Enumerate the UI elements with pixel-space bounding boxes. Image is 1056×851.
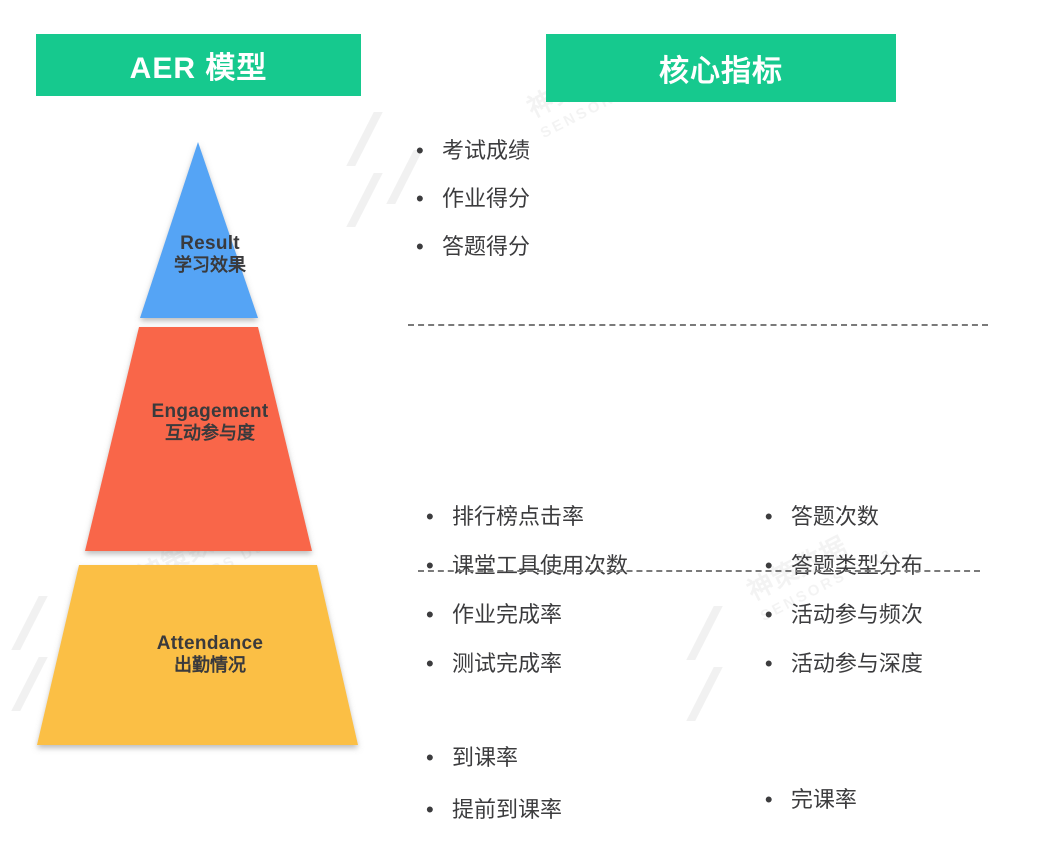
bullet-icon: • (426, 745, 434, 770)
metrics-group-result: • 考试成绩 • 作业得分 • 答题得分 (396, 140, 1036, 284)
list-item-label: 作业得分 (442, 186, 531, 211)
list-item-label: 提前到课率 (452, 797, 563, 822)
bullet-icon: • (426, 602, 434, 627)
bullet-icon: • (416, 186, 424, 211)
list-item-label: 活动参与频次 (790, 602, 923, 627)
list-item: • 考试成绩 (416, 140, 760, 162)
list-item: • 课堂工具使用次数 (426, 555, 765, 577)
metrics-group-engagement-columns: • 排行榜点击率 • 课堂工具使用次数 • 作业完成率 • 测试完成率 (426, 506, 1036, 702)
list-item-label: 测试完成率 (452, 651, 563, 676)
list-item: • 完课率 (765, 789, 1036, 811)
list-item: • 活动参与频次 (765, 604, 1036, 626)
list-item-label: 答题类型分布 (790, 553, 923, 578)
pyramid-tier-result (140, 142, 258, 318)
pyramid-svg (37, 142, 358, 745)
list-item: • 提前到课率 (426, 799, 765, 821)
bullet-icon: • (764, 787, 773, 812)
list-item: • 答题次数 (765, 506, 1036, 528)
core-metrics-list: • 考试成绩 • 作业得分 • 答题得分 • 排行榜点击率 (396, 140, 1036, 851)
metrics-divider-1 (408, 324, 988, 326)
metrics-group-engagement-left-column: • 排行榜点击率 • 课堂工具使用次数 • 作业完成率 • 测试完成率 (426, 506, 765, 702)
bullet-icon: • (764, 504, 773, 529)
list-item: • 排行榜点击率 (426, 506, 765, 528)
aer-model-banner: AER 模型 (36, 34, 361, 96)
metrics-group-result-columns: • 考试成绩 • 作业得分 • 答题得分 (416, 140, 1036, 284)
list-item: • 活动参与深度 (765, 653, 1036, 675)
bullet-icon: • (426, 651, 434, 676)
metrics-group-engagement-right-column: • 答题次数 • 答题类型分布 • 活动参与频次 • 活动参与深度 (765, 506, 1036, 702)
bullet-icon: • (426, 553, 434, 578)
pyramid-tier-attendance (37, 565, 358, 745)
list-item: • 答题得分 (416, 236, 760, 258)
list-item-label: 完课率 (790, 787, 857, 812)
list-item: • 到课率 (426, 747, 765, 769)
list-item-label: 排行榜点击率 (452, 504, 585, 529)
pyramid-tier-engagement (85, 327, 312, 551)
metrics-group-result-right-column (760, 140, 1036, 284)
bullet-icon: • (764, 602, 773, 627)
bullet-icon: • (426, 504, 434, 529)
metrics-group-attendance-left-column: • 到课率 • 提前到课率 (426, 747, 765, 851)
list-item: • 作业完成率 (426, 604, 765, 626)
list-item-label: 到课率 (452, 745, 519, 770)
metrics-divider-2 (418, 570, 980, 572)
list-item: • 作业得分 (416, 188, 760, 210)
bullet-icon: • (764, 553, 773, 578)
core-metrics-banner: 核心指标 (546, 34, 896, 102)
list-item: • 测试完成率 (426, 653, 765, 675)
bullet-icon: • (426, 797, 434, 822)
core-metrics-title: 核心指标 (659, 55, 783, 88)
aer-pyramid-diagram: Result 学习效果 Engagement 互动参与度 Attendance … (0, 0, 420, 764)
list-item-label: 答题得分 (442, 234, 531, 259)
bullet-icon: • (764, 651, 773, 676)
list-item-label: 课堂工具使用次数 (452, 553, 629, 578)
metrics-group-result-left-column: • 考试成绩 • 作业得分 • 答题得分 (416, 140, 760, 284)
metrics-group-attendance: • 到课率 • 提前到课率 • 完课率 (396, 747, 1036, 851)
list-item: • 答题类型分布 (765, 555, 1036, 577)
metrics-group-attendance-columns: • 到课率 • 提前到课率 • 完课率 (426, 747, 1036, 851)
list-item-label: 考试成绩 (442, 138, 531, 163)
aer-model-title: AER 模型 (129, 52, 268, 85)
bullet-icon: • (416, 234, 424, 259)
list-item-label: 活动参与深度 (790, 651, 923, 676)
bullet-icon: • (416, 138, 424, 163)
metrics-group-attendance-right-column: • 完课率 (765, 747, 1036, 851)
list-item-label: 答题次数 (790, 504, 879, 529)
list-item-label: 作业完成率 (452, 602, 563, 627)
metrics-group-engagement: • 排行榜点击率 • 课堂工具使用次数 • 作业完成率 • 测试完成率 (396, 506, 1036, 702)
